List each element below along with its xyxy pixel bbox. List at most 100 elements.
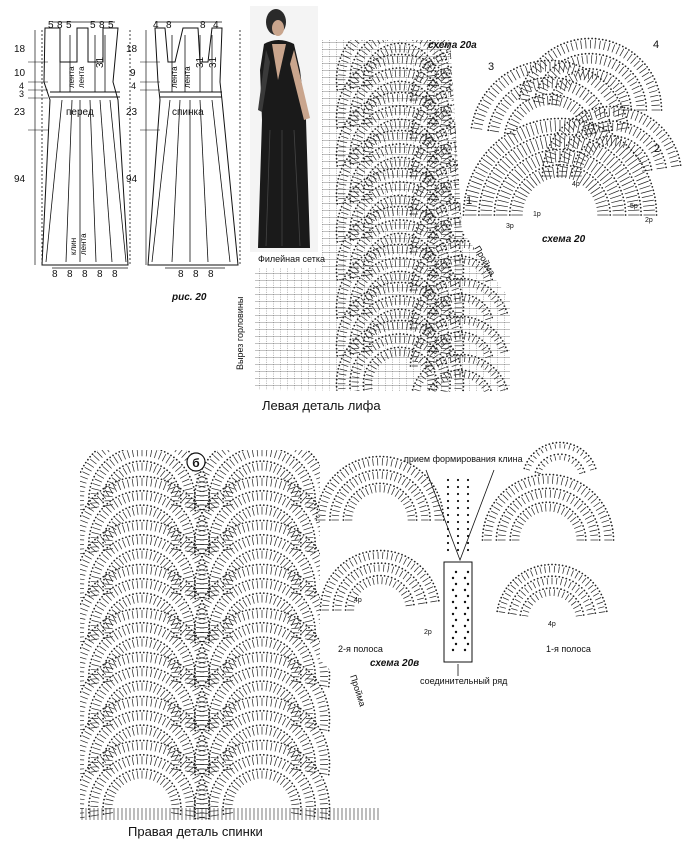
crochet-fan	[80, 563, 211, 644]
back-strap-dim: 31	[195, 56, 206, 68]
scheme-20-row-number: 4	[653, 39, 659, 51]
front-side-dim: 23	[14, 107, 26, 118]
front-bottom-width: 8	[82, 269, 88, 280]
front-side-dim: 4	[19, 81, 24, 91]
scheme-20v-strip-1-label: 1-я полоса	[546, 644, 591, 654]
back-side-dim: 9	[130, 68, 136, 79]
front-top-width: 5	[108, 20, 114, 31]
front-bottom-width: 8	[97, 269, 103, 280]
crochet-fan	[193, 475, 331, 556]
back-ribbon-label: лента	[183, 66, 192, 88]
back-ribbon-label: лента	[170, 66, 179, 88]
back-label: спинка	[172, 107, 204, 118]
scheme-20v-connecting-row-label: соединительный ряд	[420, 676, 508, 686]
front-bottom-width: 8	[112, 269, 118, 280]
crochet-fan	[193, 519, 331, 600]
back-bottom-width: 8	[193, 269, 199, 280]
crochet-fan	[335, 205, 465, 281]
front-side-dim: 18	[14, 44, 26, 55]
crochet-fan	[496, 563, 608, 617]
crochet-fan	[523, 441, 597, 475]
front-side-dim: 10	[14, 68, 26, 79]
scheme-20-title: схема 20	[542, 234, 586, 245]
front-top-width: 5	[90, 20, 96, 31]
crochet-fan	[80, 607, 211, 688]
crochet-fan	[80, 475, 211, 556]
back-top-widths: 4 8 8 4	[153, 20, 219, 31]
front-ribbon-label: лента	[77, 66, 86, 88]
crochet-fan	[193, 739, 331, 820]
front-ribbon-label: лента	[67, 66, 76, 88]
scheme-20v-title: схема 20в	[370, 658, 419, 669]
scheme-20-mark: 5р	[630, 203, 638, 210]
scheme-20v-mark: 2р	[424, 629, 432, 636]
front-gusset-label: клин	[69, 238, 78, 255]
crochet-fan	[80, 739, 211, 820]
crochet-fan	[80, 519, 211, 600]
scheme-20a-filet-label: Филейная сетка	[258, 254, 325, 264]
crochet-fan	[335, 53, 465, 129]
back-top-width: 8	[166, 20, 172, 31]
front-top-width: 8	[57, 20, 63, 31]
scheme-b-badge: б	[192, 456, 199, 470]
scheme-b-caption: Правая деталь спинки	[128, 824, 263, 839]
back-side-dim: 94	[126, 174, 138, 185]
back-side-dim: 18	[126, 44, 138, 55]
front-side-dim: 3	[19, 89, 24, 99]
back-side-dims: 18 9 4 23 94	[126, 44, 138, 185]
scheme-b-armhole-label: Пройма	[348, 674, 368, 708]
scheme-b-chart	[80, 450, 379, 820]
crochet-fan	[481, 473, 615, 541]
scheme-20-mark: 1р	[533, 211, 541, 218]
model-photo	[250, 6, 318, 252]
back-top-width: 4	[153, 20, 159, 31]
scheme-20-row-number: 1	[466, 195, 472, 207]
scheme-20v-chart	[315, 441, 615, 663]
crochet-fan	[319, 549, 440, 611]
scheme-20-chart	[462, 37, 682, 216]
crochet-fan	[411, 353, 508, 392]
scheme-b-badge-circle	[186, 452, 206, 472]
scheme-20-mark: 2р	[645, 217, 653, 224]
front-top-width: 8	[99, 20, 105, 31]
crochet-fan	[462, 117, 658, 216]
back-side-dim: 4	[131, 81, 136, 91]
front-label: перед	[66, 107, 94, 118]
back-bottom-width: 8	[178, 269, 184, 280]
scheme-20-mark: 3р	[506, 223, 514, 230]
scheme-20v-strip-2-label: 2-я полоса	[338, 644, 383, 654]
scheme-20-mark: 4р	[572, 181, 580, 188]
front-strap-dim: 31	[95, 56, 106, 68]
scheme-20v-mark: 4р	[354, 597, 362, 604]
front-side-dim: 94	[14, 174, 26, 185]
crochet-fan	[193, 607, 331, 688]
crochet-fan	[335, 91, 465, 167]
crochet-fan	[315, 455, 445, 521]
front-gusset-ribbon-label: лента	[79, 233, 88, 255]
crochet-fan	[470, 59, 630, 135]
front-top-width: 5	[66, 20, 72, 31]
front-bottom-widths: 8 8 8 8 8	[52, 269, 118, 280]
back-top-width: 4	[213, 20, 219, 31]
scheme-20a-title: схема 20а	[428, 40, 477, 51]
crochet-fan	[518, 37, 663, 111]
scheme-20v-gusset-label: прием формирования клина	[404, 454, 523, 464]
front-pattern-drawing	[28, 21, 131, 269]
scheme-20-row-number: 3	[488, 61, 494, 73]
back-strap-dim: 31	[208, 56, 219, 68]
scheme-20v-mark: 4р	[548, 621, 556, 628]
front-top-width: 5	[48, 20, 54, 31]
back-bottom-widths: 8 8 8	[178, 269, 214, 280]
back-bottom-width: 8	[208, 269, 214, 280]
scheme-20a-caption: Левая деталь лифа	[262, 398, 381, 413]
figure-caption: рис. 20	[171, 292, 207, 303]
front-top-widths: 5 8 5 5 8 5	[48, 20, 114, 31]
back-side-dim: 23	[126, 107, 138, 118]
scheme-20-row-number: 2	[654, 143, 660, 155]
scheme-20a-neckline-label: Вырез горловины	[235, 297, 245, 370]
front-bottom-width: 8	[52, 269, 58, 280]
crochet-fan	[80, 450, 211, 512]
back-top-width: 8	[200, 20, 206, 31]
front-bottom-width: 8	[67, 269, 73, 280]
